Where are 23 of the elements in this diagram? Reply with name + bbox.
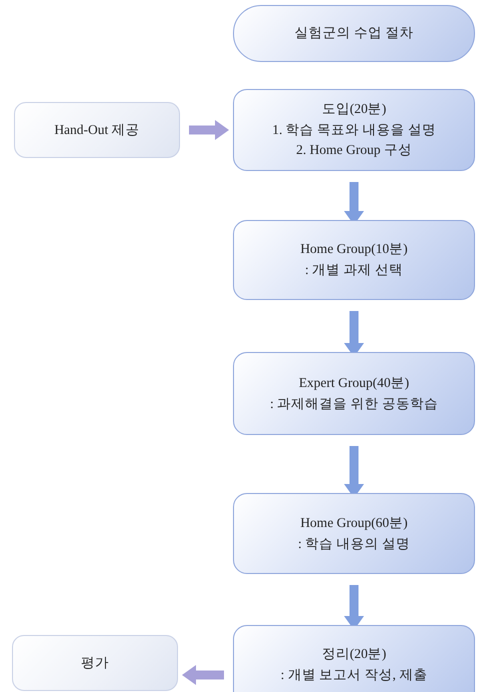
block-arrow [189, 120, 229, 140]
node-text: : 개별 과제 선택 [305, 261, 403, 279]
node-heading: Home Group(60분) [300, 514, 408, 532]
node-heading: 실험군의 수업 절차 [294, 24, 414, 42]
node-heading: 정리(20분) [322, 645, 386, 664]
node-text: : 개별 보고서 작성, 제출 [280, 666, 428, 684]
node-text: 1. 학습 목표와 내용을 설명 [272, 120, 436, 139]
process-box [233, 352, 475, 435]
node-heading: Home Group(10분) [300, 240, 408, 258]
node-heading: Hand-Out 제공 [54, 120, 140, 139]
block-arrow [182, 665, 224, 685]
node-heading: 도입(20분) [322, 100, 386, 118]
node-text: 2. Home Group 구성 [296, 141, 412, 160]
process-box [233, 493, 475, 574]
node-heading: Expert Group(40분) [298, 374, 410, 392]
node-text: : 과제해결을 위한 공동학습 [270, 394, 438, 412]
side-box [12, 635, 178, 691]
process-box [233, 625, 475, 692]
node-heading: 평가 [81, 654, 109, 672]
side-box [14, 102, 180, 158]
process-box [233, 89, 475, 171]
process-box [233, 220, 475, 300]
node-text: : 학습 내용의 설명 [298, 534, 410, 552]
